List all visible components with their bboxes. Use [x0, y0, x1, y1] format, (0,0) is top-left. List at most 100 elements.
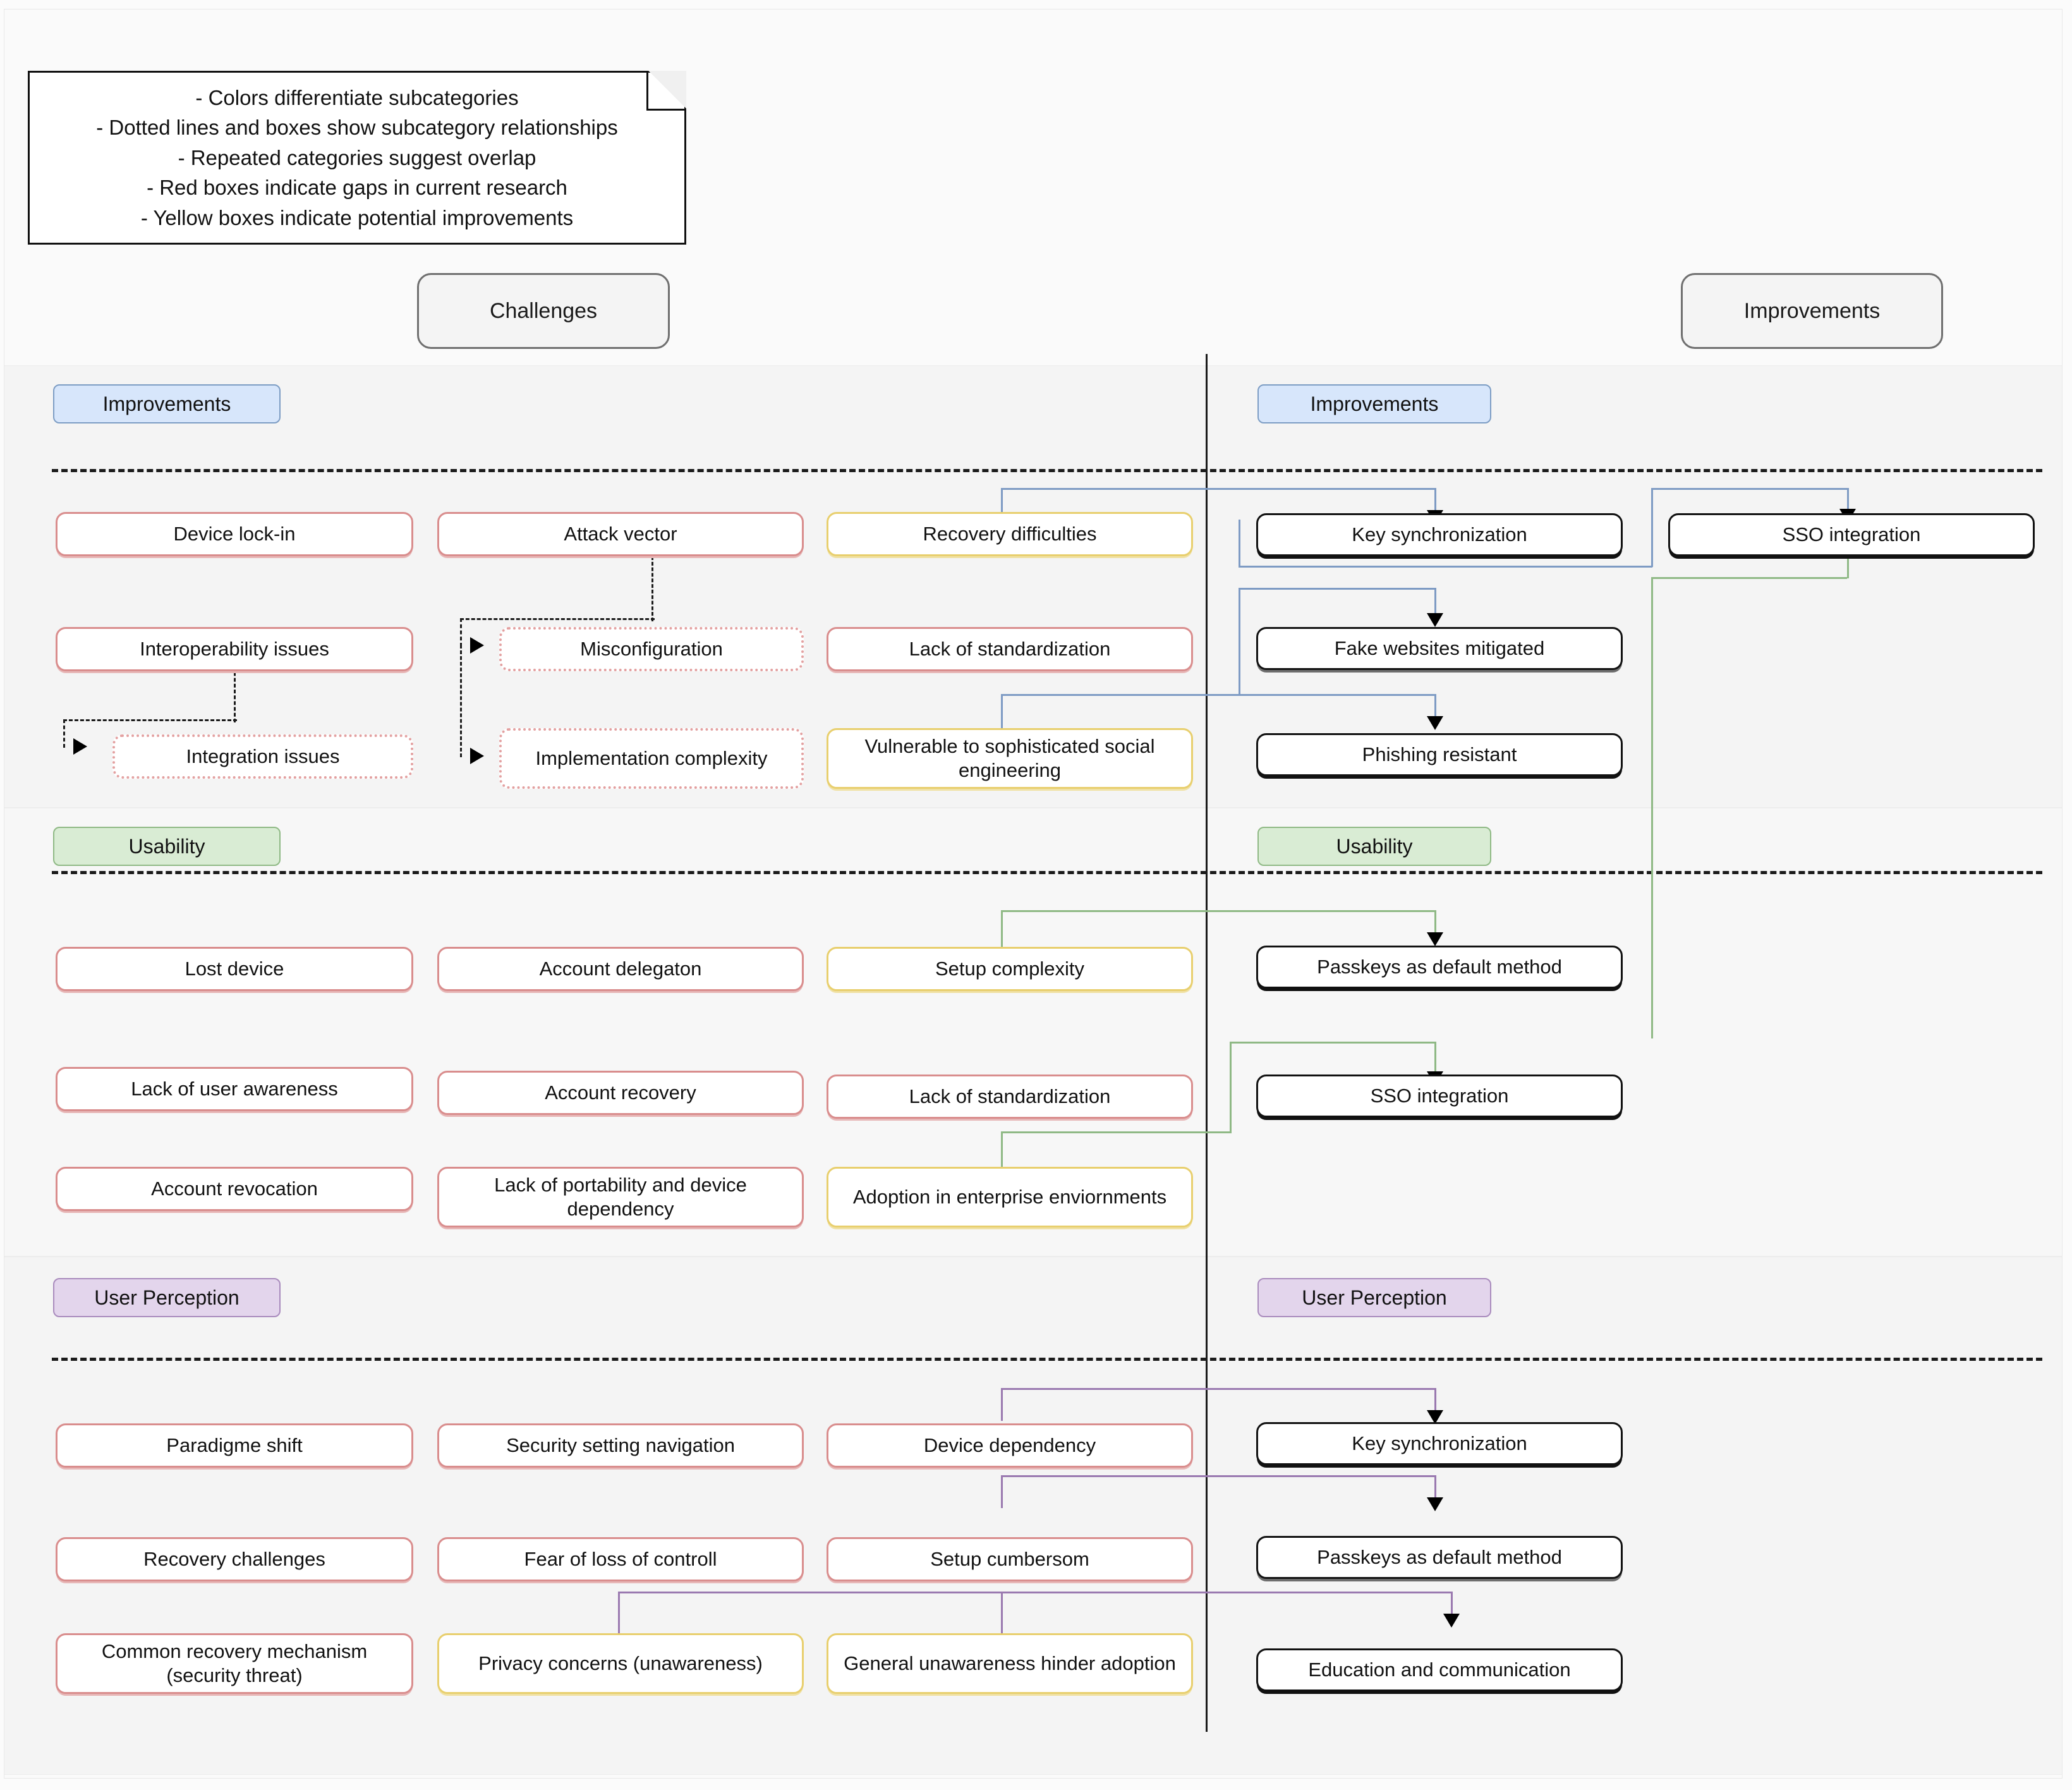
node-label: Lack of standardization [909, 1085, 1111, 1108]
node-challenge[interactable]: General unawareness hinder adoption [827, 1633, 1193, 1694]
node-label: Lack of user awareness [131, 1078, 338, 1100]
node-label: Common recovery mechanism (security thre… [101, 1640, 368, 1686]
connector-green [1230, 1042, 1232, 1133]
header-improvements: Improvements [1681, 273, 1943, 349]
node-improvement[interactable]: Key synchronization [1256, 1422, 1623, 1465]
node-label: Account recovery [545, 1081, 696, 1104]
connector-blue [1434, 588, 1436, 623]
node-challenge[interactable]: Lack of standardization [827, 627, 1193, 671]
legend-line: - Red boxes indicate gaps in current res… [147, 176, 567, 200]
connector-purple [618, 1592, 1452, 1593]
node-challenge[interactable]: Account revocation [56, 1167, 413, 1211]
node-label: Education and communication [1308, 1659, 1571, 1681]
node-challenge[interactable]: Account recovery [437, 1071, 804, 1115]
node-challenge[interactable]: Lack of user awareness [56, 1067, 413, 1111]
arrow-right-icon [470, 748, 484, 764]
node-challenge[interactable]: Account delegaton [437, 947, 804, 991]
arrow-down-icon [1427, 613, 1443, 627]
arrow-down-icon [1427, 1497, 1443, 1511]
connector-green [1230, 1042, 1436, 1044]
connector-green [1434, 1042, 1436, 1081]
node-improvement[interactable]: Education and communication [1256, 1648, 1623, 1691]
node-improvement[interactable]: Passkeys as default method [1256, 1536, 1623, 1579]
legend-line: - Colors differentiate subcategories [195, 85, 519, 109]
connector-green [1001, 910, 1003, 947]
chip-user-perception-left: User Perception [53, 1278, 281, 1317]
center-divider [1206, 354, 1208, 1732]
note-fold-icon [646, 71, 686, 111]
connector-dashed [63, 719, 65, 748]
legend-line: - Repeated categories suggest overlap [178, 145, 536, 169]
connector-blue [1001, 488, 1003, 521]
node-challenge[interactable]: Device lock-in [56, 512, 413, 556]
header-improvements-label: Improvements [1743, 298, 1881, 323]
node-improvement[interactable]: SSO integration [1668, 513, 2035, 556]
node-label: Account delegaton [539, 958, 702, 980]
node-challenge[interactable]: Recovery challenges [56, 1537, 413, 1581]
connector-purple [1434, 1388, 1436, 1420]
connector-purple [1001, 1388, 1436, 1390]
connector-dashed [460, 618, 655, 620]
node-label: Fake websites mitigated [1334, 637, 1545, 660]
node-challenge[interactable]: Lack of portability and device dependenc… [437, 1167, 804, 1227]
node-label: Recovery difficulties [923, 523, 1097, 545]
chip-user-perception-right: User Perception [1257, 1278, 1491, 1317]
node-challenge[interactable]: Adoption in enterprise enviornments [827, 1167, 1193, 1227]
connector-purple [1001, 1475, 1436, 1477]
node-challenge[interactable]: Privacy concerns (unawareness) [437, 1633, 804, 1694]
node-challenge[interactable]: Setup cumbersom [827, 1537, 1193, 1581]
connector-blue [1239, 520, 1240, 567]
node-challenge[interactable]: Setup complexity [827, 947, 1193, 991]
node-label: SSO integration [1370, 1085, 1509, 1107]
node-challenge[interactable]: Interoperability issues [56, 627, 413, 671]
chip-label: User Perception [94, 1286, 239, 1309]
node-challenge[interactable]: Recovery difficulties [827, 512, 1193, 556]
node-challenge[interactable]: Device dependency [827, 1423, 1193, 1468]
node-improvement[interactable]: Fake websites mitigated [1256, 627, 1623, 670]
node-label: Paradigme shift [166, 1434, 303, 1457]
node-challenge[interactable]: Attack vector [437, 512, 804, 556]
node-challenge[interactable]: Vulnerable to sophisticated social engin… [827, 728, 1193, 789]
connector-blue [1001, 694, 1436, 696]
chip-label: User Perception [1302, 1286, 1447, 1309]
separator-usability [52, 871, 2042, 874]
node-improvement[interactable]: Phishing resistant [1256, 733, 1623, 776]
band-user-perception [4, 1257, 2062, 1775]
node-label: Interoperability issues [140, 638, 329, 661]
connector-blue [1239, 588, 1240, 695]
node-challenge[interactable]: Integration issues [112, 734, 413, 779]
node-challenge[interactable]: Lost device [56, 947, 413, 991]
connector-green [1651, 577, 1847, 579]
node-label: Passkeys as default method [1317, 1546, 1562, 1569]
arrow-down-icon [1427, 716, 1443, 730]
node-challenge[interactable]: Security setting navigation [437, 1423, 804, 1468]
arrow-down-icon [1427, 1410, 1443, 1424]
connector-blue [1847, 488, 1849, 520]
node-improvement[interactable]: Passkeys as default method [1256, 946, 1623, 989]
node-challenge[interactable]: Misconfiguration [499, 627, 804, 671]
node-label: Key synchronization [1352, 523, 1527, 546]
connector-green [1001, 1131, 1003, 1193]
connector-blue [1239, 566, 1652, 568]
connector-purple [1001, 1592, 1003, 1633]
node-challenge[interactable]: Common recovery mechanism (security thre… [56, 1633, 413, 1694]
legend-line: - Dotted lines and boxes show subcategor… [96, 116, 618, 140]
legend-line: - Yellow boxes indicate potential improv… [140, 205, 574, 229]
node-challenge[interactable]: Implementation complexity [499, 728, 804, 789]
node-improvement[interactable]: SSO integration [1256, 1075, 1623, 1117]
node-improvement[interactable]: Key synchronization [1256, 513, 1623, 556]
connector-green [1001, 910, 1436, 912]
chip-label: Improvements [102, 392, 231, 415]
node-challenge[interactable]: Paradigme shift [56, 1423, 413, 1468]
connector-purple [1451, 1592, 1453, 1624]
node-label: Lost device [185, 958, 284, 980]
node-challenge[interactable]: Fear of loss of controll [437, 1537, 804, 1581]
node-label: Attack vector [564, 523, 677, 545]
node-label: Device dependency [923, 1434, 1096, 1457]
header-challenges-label: Challenges [489, 298, 598, 323]
node-label: Fear of loss of controll [524, 1548, 717, 1571]
arrow-down-icon [1443, 1614, 1460, 1628]
header-challenges: Challenges [417, 273, 670, 349]
node-challenge[interactable]: Lack of standardization [827, 1075, 1193, 1119]
